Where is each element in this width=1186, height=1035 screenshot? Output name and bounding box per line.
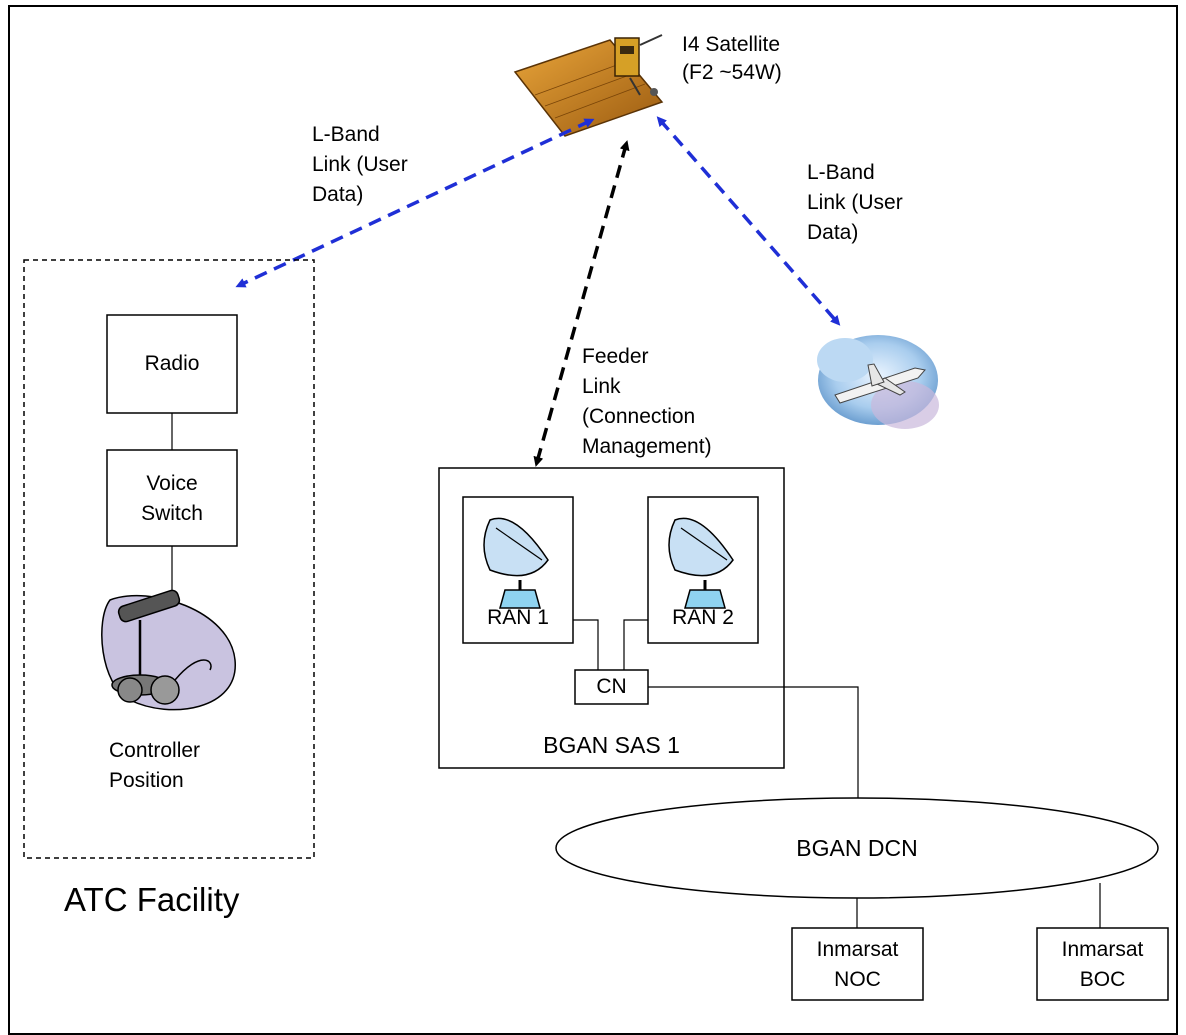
noc-box <box>791 927 924 1001</box>
atc-facility-title: ATC Facility <box>64 881 240 918</box>
radio-label: Radio <box>144 352 200 375</box>
lband-link-aircraft <box>656 116 841 326</box>
boc-box <box>1036 927 1169 1001</box>
controller-position-label: Controller Position <box>109 739 201 792</box>
atc-facility-box <box>23 259 315 859</box>
satellite-name: I4 Satellite <box>682 33 781 56</box>
cn-box <box>574 669 649 705</box>
dish-icon <box>668 517 734 609</box>
boc-label: Inmarsat BOC <box>1061 938 1144 991</box>
satellite-icon <box>513 34 664 137</box>
bgan-dcn-label: BGAN DCN <box>796 835 918 861</box>
lband-link-label-left: L-Band Link (User Data) <box>312 123 408 206</box>
feeder-link-label: Feeder Link (Connection Management) <box>582 345 712 458</box>
radio-box <box>106 314 238 414</box>
satellite-orbit: (F2 ~54W) <box>682 61 782 84</box>
voice-switch-label: Voice Switch <box>141 472 203 525</box>
bgan-sas-title: BGAN SAS 1 <box>543 732 680 758</box>
feeder-link <box>533 140 630 467</box>
lband-link-label-right: L-Band Link (User Data) <box>807 161 903 244</box>
ran1-label: RAN 1 <box>487 606 549 629</box>
lband-link-atc <box>235 118 595 288</box>
voice-switch-box <box>106 449 238 547</box>
dish-icon <box>483 517 549 609</box>
cn-label: CN <box>596 675 627 698</box>
ran2-label: RAN 2 <box>672 606 734 629</box>
noc-label: Inmarsat NOC <box>816 938 899 991</box>
aircraft-icon <box>817 335 939 429</box>
microphone-icon <box>101 589 236 711</box>
